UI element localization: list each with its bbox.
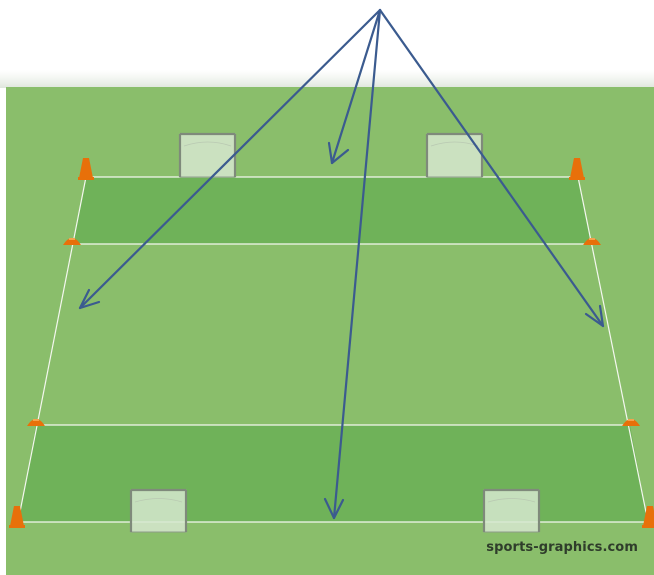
cones xyxy=(9,158,654,528)
arrow-far-center xyxy=(327,8,382,165)
near-end-zone xyxy=(18,425,648,522)
near-left-disc-cone xyxy=(27,419,45,426)
near-right-tall-cone xyxy=(642,506,654,528)
right-sideline xyxy=(577,176,649,523)
far-right-tall-cone xyxy=(569,158,585,180)
far-left-disc-cone xyxy=(63,238,81,245)
near-right-goal xyxy=(482,488,541,533)
source-credit[interactable]: sports-graphics.com xyxy=(486,540,638,555)
arrow-left-side xyxy=(78,8,382,310)
far-right-disc-cone xyxy=(583,238,601,245)
near-left-tall-cone xyxy=(9,506,25,528)
far-end-zone xyxy=(72,177,592,244)
near-right-disc-cone xyxy=(622,419,640,426)
arrow-right-side xyxy=(378,8,605,328)
arrow-near-center xyxy=(323,8,382,520)
far-right-goal xyxy=(425,132,484,178)
left-sideline xyxy=(17,176,87,523)
far-left-goal xyxy=(178,132,237,178)
field-shadow xyxy=(0,70,654,88)
movement-arrows xyxy=(78,8,605,520)
pitch-lines xyxy=(17,176,649,523)
far-left-tall-cone xyxy=(78,158,94,180)
near-left-goal xyxy=(129,488,188,533)
